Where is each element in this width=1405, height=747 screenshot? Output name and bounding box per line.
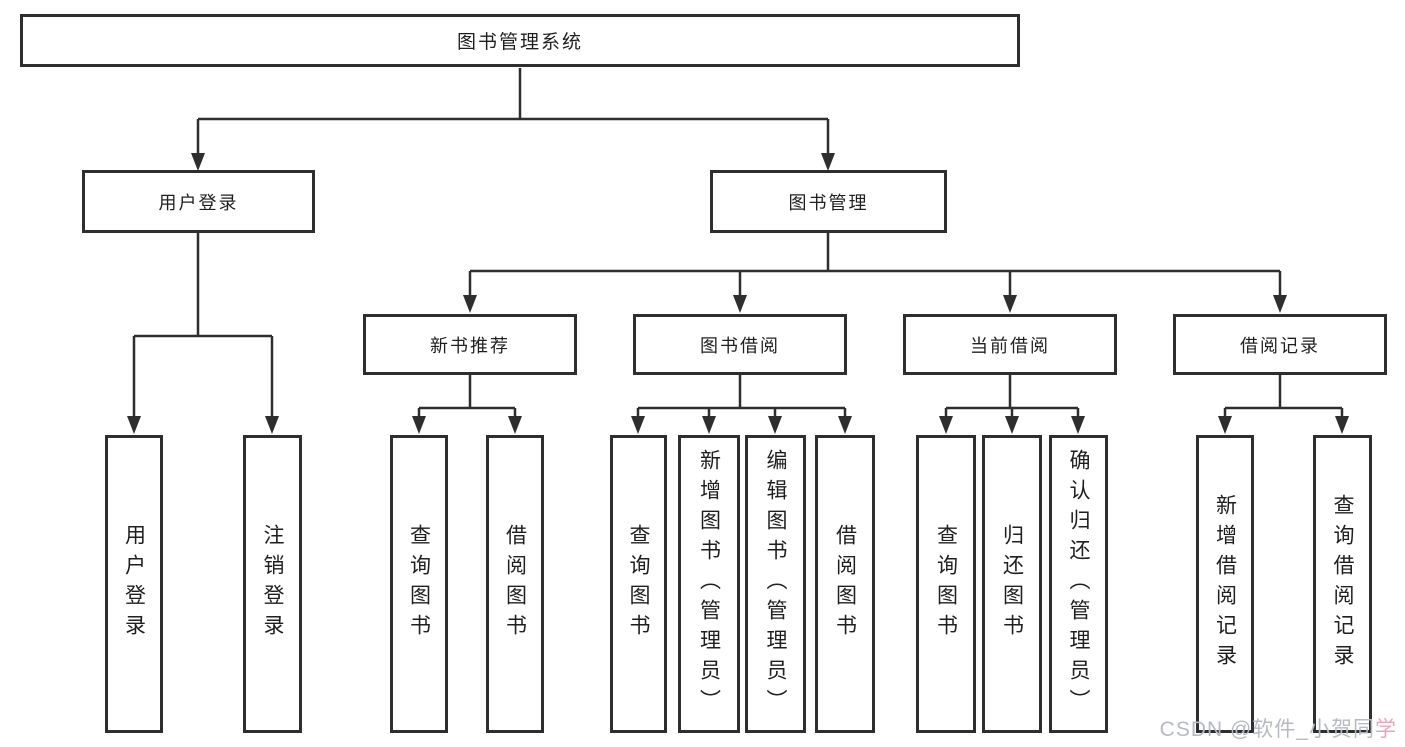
leaf-label: 新增图书（管理员） [697,449,721,719]
leaf-label: 查询图书 [627,524,650,644]
leaf-label: 新增借阅记录 [1213,494,1237,674]
arrow-down-icon [939,416,953,434]
arrow-down-icon [1218,416,1232,434]
csdn-watermark: CSDN @软件_小贺同学 [1160,713,1397,743]
arrow-down-icon [265,416,279,434]
leaf-label: 查询图书 [934,524,958,644]
leaf-br-add-borrow-record: 新增借阅记录 [1196,435,1254,733]
watermark-text: CSDN @软件_小贺同 [1159,718,1375,741]
leaf-nbr-query-books: 查询图书 [390,435,448,733]
node-new-book-recommendation: 新书推荐 [363,314,577,375]
leaf-bb-edit-books-admin: 编辑图书（管理员） [745,435,806,733]
leaf-label: 借阅图书 [833,524,857,644]
arrow-down-icon [412,416,426,434]
node-library-management-system: 图书管理系统 [20,14,1020,67]
leaf-label: 注销登录 [261,524,284,644]
leaf-label: 用户登录 [122,524,146,644]
arrow-down-icon [1071,416,1085,434]
leaf-label: 借阅图书 [503,524,527,644]
leaf-label: 编辑图书（管理员） [764,449,787,719]
arrowheads [127,153,1349,434]
leaf-label: 归还图书 [1000,524,1024,644]
node-book-borrowing: 图书借阅 [633,314,847,375]
arrow-down-icon [631,416,645,434]
leaf-label: 查询借阅记录 [1331,494,1354,674]
node-borrowing-records: 借阅记录 [1173,314,1387,375]
leaf-cb-confirm-return-admin: 确认归还（管理员） [1049,435,1108,733]
node-book-management: 图书管理 [710,170,947,233]
leaf-br-query-borrow-record: 查询借阅记录 [1313,435,1372,733]
leaf-logout: 注销登录 [243,435,302,733]
arrow-down-icon [838,416,852,434]
arrow-down-icon [768,416,782,434]
leaf-cb-return-books: 归还图书 [982,435,1042,733]
leaf-label: 查询图书 [407,524,431,644]
arrow-down-icon [1273,295,1287,313]
leaf-nbr-borrow-books: 借阅图书 [486,435,544,733]
watermark-accent-char: 学 [1375,718,1397,741]
arrow-down-icon [733,295,747,313]
arrow-down-icon [508,416,522,434]
leaf-cb-query-books: 查询图书 [916,435,976,733]
arrow-down-icon [127,416,141,434]
leaf-bb-add-books-admin: 新增图书（管理员） [678,435,740,733]
leaf-label: 确认归还（管理员） [1067,449,1090,719]
leaf-bb-query-books: 查询图书 [610,435,667,733]
arrow-down-icon [1003,295,1017,313]
arrow-down-icon [1335,416,1349,434]
arrow-down-icon [1005,416,1019,434]
leaf-bb-borrow-books: 借阅图书 [815,435,875,733]
node-user-login: 用户登录 [82,170,315,233]
arrow-down-icon [821,153,835,171]
arrow-down-icon [191,153,205,171]
arrow-down-icon [463,295,477,313]
arrow-down-icon [702,416,716,434]
node-current-borrowing: 当前借阅 [903,314,1117,375]
leaf-user-login: 用户登录 [105,435,163,733]
